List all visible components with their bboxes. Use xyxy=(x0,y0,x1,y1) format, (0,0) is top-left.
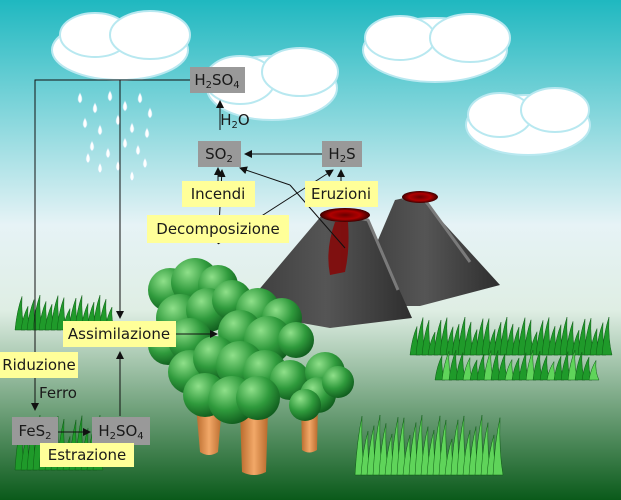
svg-text:Decomposizione: Decomposizione xyxy=(156,220,279,238)
svg-text:Eruzioni: Eruzioni xyxy=(311,185,371,203)
cloud-icon xyxy=(362,13,511,83)
cloud-icon xyxy=(51,10,191,81)
svg-text:Riduzione: Riduzione xyxy=(2,356,76,374)
label-estrazione: Estrazione xyxy=(40,443,134,467)
svg-text:H2SO4: H2SO4 xyxy=(98,422,143,442)
compound-fes2: FeS2 xyxy=(12,417,58,445)
svg-text:FeS2: FeS2 xyxy=(19,422,52,442)
cloud-icon xyxy=(465,87,591,156)
compound-h2s: H2S xyxy=(322,141,362,167)
label-riduzione: Riduzione xyxy=(0,352,78,378)
label-ferro: Ferro xyxy=(39,384,77,402)
arrow-volcano-to-so2 xyxy=(289,184,346,249)
grass-icon xyxy=(14,294,613,476)
label-decomposizione: Decomposizione xyxy=(147,215,289,243)
label-eruzioni: Eruzioni xyxy=(305,181,378,207)
rain-icon xyxy=(77,90,153,182)
compound-h2so4-bottom: H2SO4 xyxy=(92,417,150,445)
water-label: H2O xyxy=(220,111,249,131)
arrow-h2so4-to-riduzione xyxy=(34,79,190,352)
svg-text:Estrazione: Estrazione xyxy=(48,446,127,464)
label-assimilazione: Assimilazione xyxy=(63,321,176,347)
compound-h2so4-top: H2SO4 xyxy=(190,67,245,93)
tree-icon xyxy=(148,258,354,475)
svg-text:H2SO4: H2SO4 xyxy=(194,71,239,91)
svg-text:Incendi: Incendi xyxy=(191,185,246,203)
svg-text:H2S: H2S xyxy=(328,145,355,165)
svg-text:SO2: SO2 xyxy=(205,145,233,165)
compound-so2: SO2 xyxy=(198,141,241,167)
svg-text:Assimilazione: Assimilazione xyxy=(68,325,170,343)
label-incendi: Incendi xyxy=(182,181,255,207)
